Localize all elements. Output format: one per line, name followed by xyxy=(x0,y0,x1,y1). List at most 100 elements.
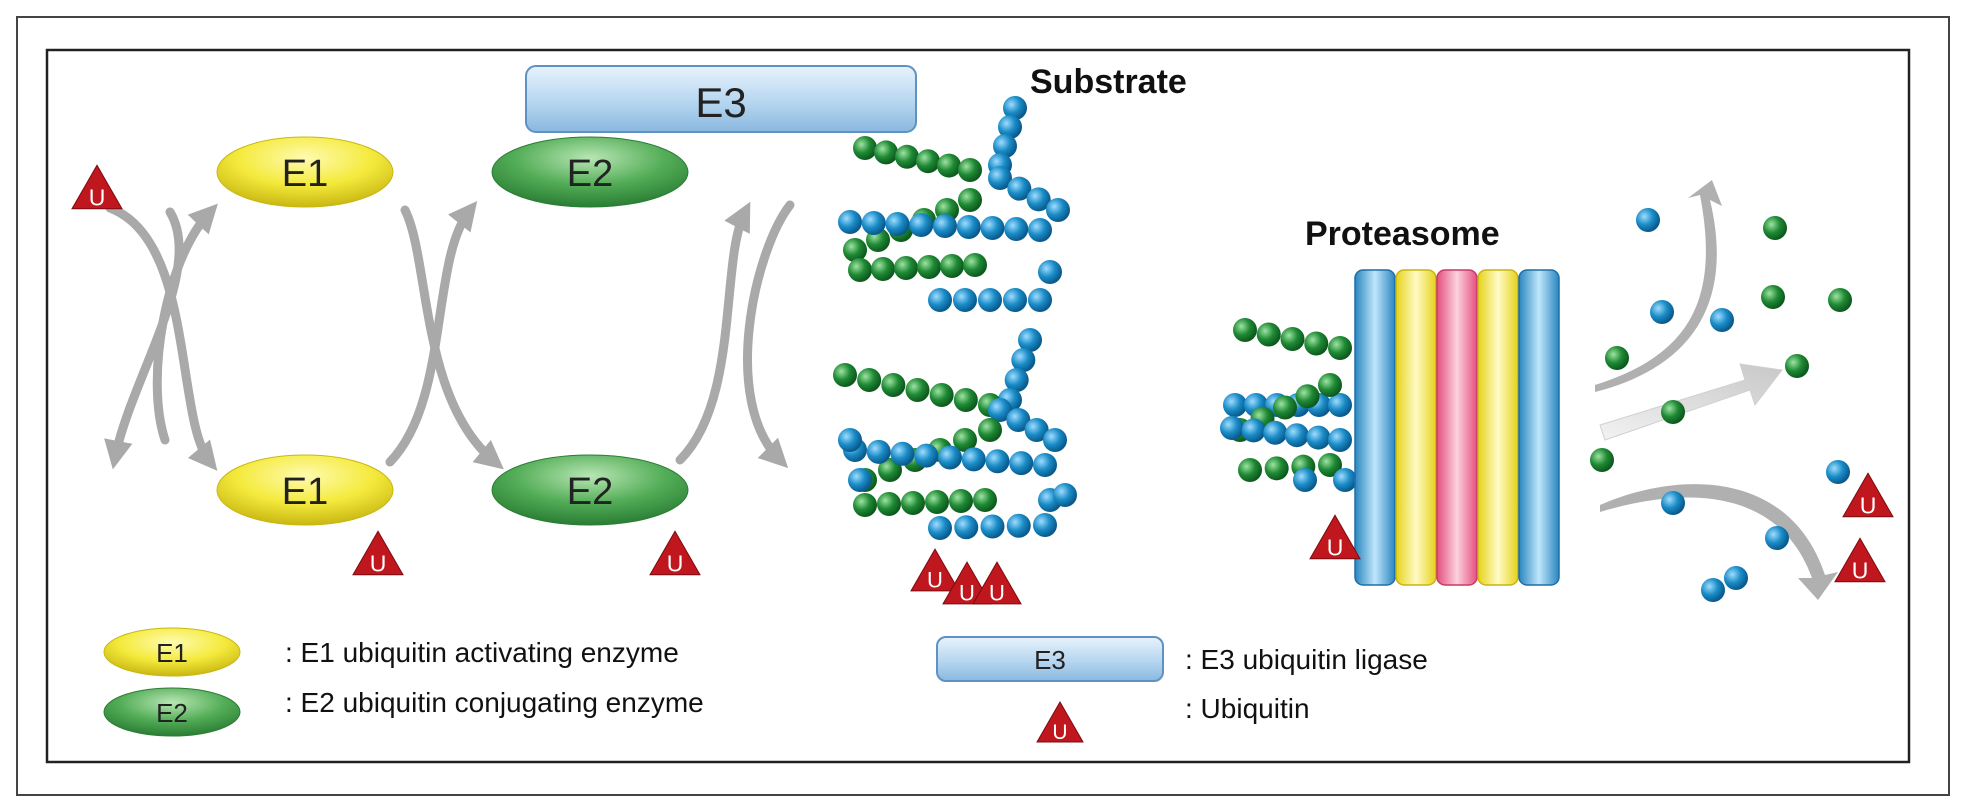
blue-residue xyxy=(1053,483,1077,507)
e2-enzyme-top: E2 xyxy=(491,136,689,208)
green-residue xyxy=(940,254,964,278)
legend: E1 : E1 ubiquitin activating enzyme E2 :… xyxy=(103,627,1428,737)
blue-residue xyxy=(988,398,1012,422)
blue-residue xyxy=(1024,418,1049,442)
blue-residue xyxy=(953,288,977,312)
blue-residue xyxy=(1328,428,1352,452)
proteasome-title: Proteasome xyxy=(1305,215,1500,253)
blue-residue xyxy=(1263,420,1288,445)
green-residue xyxy=(1256,322,1281,347)
ubiquitin-letter: U xyxy=(667,550,684,576)
ubiquitin-letter: U xyxy=(1327,534,1344,560)
green-residue xyxy=(848,258,872,282)
green-amino-acid xyxy=(1605,346,1629,370)
blue-residue xyxy=(938,445,962,470)
legend-e1-key: E1 xyxy=(103,627,241,677)
blue-residue xyxy=(1007,176,1032,201)
blue-residue xyxy=(998,115,1022,139)
e2-bottom-label: E2 xyxy=(567,471,613,513)
ubiquitin-on-e2: U xyxy=(649,530,701,576)
blue-residue xyxy=(1028,218,1052,242)
legend-e3-key-label: E3 xyxy=(1034,645,1066,675)
arrow-e2-to-substrate xyxy=(675,201,751,465)
ubiquitin-on-substrate: U xyxy=(972,561,1022,606)
proteasome-complex xyxy=(1354,269,1560,586)
arrow-e2-return xyxy=(400,205,504,470)
blue-amino-acid xyxy=(1826,460,1850,484)
blue-residue xyxy=(1018,328,1042,352)
blue-residue xyxy=(1241,418,1266,443)
green-residue xyxy=(895,144,919,169)
blue-residue xyxy=(1033,513,1057,537)
blue-amino-acid xyxy=(1701,578,1725,602)
blue-amino-acid xyxy=(1765,526,1789,550)
e1-enzyme-bottom: E1 xyxy=(216,454,394,526)
blue-residue xyxy=(1046,198,1070,222)
ubiquitin-letter: U xyxy=(370,550,387,576)
degraded-amino-acids xyxy=(1590,208,1852,602)
blue-residue xyxy=(978,288,1002,312)
ubiquitin-on-entering-substrate: U xyxy=(1309,514,1361,560)
arrow-e2-recycle xyxy=(743,200,795,469)
green-residue xyxy=(881,373,906,397)
blue-amino-acid xyxy=(1636,208,1660,232)
ubiquitin-released: U xyxy=(1842,472,1894,518)
blue-residue xyxy=(928,516,952,540)
blue-residue xyxy=(961,447,986,472)
blue-residue xyxy=(1038,260,1062,284)
blue-amino-acid xyxy=(1650,300,1674,324)
blue-residue xyxy=(914,443,939,468)
legend-e2-description: : E2 ubiquitin conjugating enzyme xyxy=(285,687,704,718)
e1-top-label: E1 xyxy=(282,153,328,195)
blue-residue xyxy=(1043,428,1067,452)
green-residue xyxy=(1318,373,1342,397)
legend-e2-key-label: E2 xyxy=(156,698,188,728)
blue-residue xyxy=(988,166,1012,190)
blue-residue xyxy=(985,449,1010,474)
e3-ligase: E3 xyxy=(525,65,917,133)
ubiquitin-on-substrate: U xyxy=(910,548,960,593)
ubiquitin-letter: U xyxy=(959,581,975,606)
blue-amino-acid xyxy=(1710,308,1734,332)
green-amino-acid xyxy=(1763,216,1787,240)
green-residue xyxy=(1238,458,1262,482)
blue-residue xyxy=(1003,96,1027,120)
blue-residue xyxy=(1328,393,1352,417)
legend-e1-key-label: E1 xyxy=(156,638,188,668)
green-residue xyxy=(953,428,977,452)
legend-ubiquitin-key: U xyxy=(1036,700,1084,744)
green-residue xyxy=(1280,327,1305,351)
green-residue xyxy=(1233,318,1257,342)
proteasome-ring-pink xyxy=(1436,269,1478,586)
green-residue xyxy=(833,363,857,387)
blue-residue xyxy=(980,216,1005,240)
blue-residue xyxy=(954,515,979,540)
green-residue xyxy=(925,490,949,514)
substrate-entering-proteasome xyxy=(1220,318,1357,492)
degradation-arrows xyxy=(1595,180,1838,600)
blue-residue xyxy=(1223,393,1247,417)
proteasome-ring-blue-right xyxy=(1518,269,1560,586)
release-arrow-lower xyxy=(1600,484,1838,600)
e2-enzyme-bottom: E2 xyxy=(491,454,689,526)
ubiquitin-released: U xyxy=(1834,537,1886,583)
blue-residue xyxy=(1220,416,1244,440)
green-residue xyxy=(1318,453,1342,477)
blue-residue xyxy=(885,212,910,236)
blue-residue xyxy=(1004,368,1029,392)
green-residue xyxy=(963,253,987,277)
green-residue xyxy=(1304,331,1329,356)
green-residue xyxy=(949,489,973,513)
legend-e3-key: E3 xyxy=(936,636,1164,682)
green-residue xyxy=(958,188,982,212)
green-amino-acid xyxy=(1785,354,1809,378)
blue-residue xyxy=(1033,453,1057,477)
proteasome-ring-blue-left xyxy=(1354,269,1396,586)
legend-ubiquitin-description: : Ubiquitin xyxy=(1185,693,1310,724)
legend-e2-key: E2 xyxy=(103,687,241,737)
legend-e1-description: : E1 ubiquitin activating enzyme xyxy=(285,637,679,668)
blue-residue xyxy=(838,210,862,234)
green-residue xyxy=(905,378,930,402)
